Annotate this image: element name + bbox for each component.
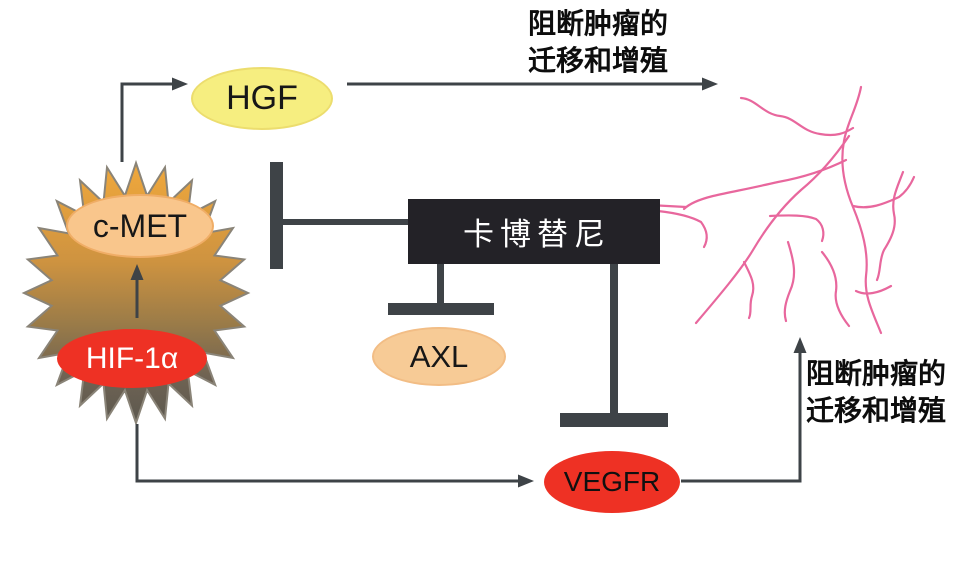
node-cmet-label: c-MET	[92, 207, 188, 244]
blood-vessel-illustration	[647, 85, 916, 335]
node-hif1a-label: HIF-1α	[85, 341, 179, 375]
node-cmet: c-MET	[66, 194, 214, 258]
drug-box-cabozantinib: 卡博替尼	[408, 199, 660, 264]
inhibition-bar-axl	[388, 263, 494, 315]
node-hgf: HGF	[191, 67, 333, 130]
annotation-block-tumor-migration-right: 阻断肿瘤的 迁移和增殖	[806, 356, 968, 430]
node-vegfr: VEGFR	[544, 451, 680, 513]
arrow-vegfr-to-vessel	[681, 337, 807, 483]
annotation-right-line2: 迁移和增殖	[806, 393, 947, 427]
node-vegfr-label: VEGFR	[563, 466, 661, 497]
node-axl-label: AXL	[409, 338, 469, 374]
arrow-tumor-to-hgf	[120, 77, 188, 162]
inhibition-bar-vegfr	[560, 263, 668, 427]
annotation-right-line1: 阻断肿瘤的	[806, 357, 947, 390]
node-hif1a: HIF-1α	[57, 329, 207, 388]
node-hgf-label: HGF	[226, 79, 298, 117]
arrow-tumor-to-vegfr	[135, 424, 534, 488]
drug-box-label: 卡博替尼	[463, 217, 611, 253]
annotation-top-line1: 阻断肿瘤的	[527, 7, 668, 40]
arrow-hgf-to-vessel	[347, 77, 718, 91]
annotation-block-tumor-migration-top: 阻断肿瘤的 迁移和增殖	[496, 6, 700, 80]
annotation-top-line2: 迁移和增殖	[527, 43, 668, 77]
arrow-hif1a-to-cmet	[130, 264, 144, 318]
inhibition-bar-cmet	[270, 162, 408, 269]
node-axl: AXL	[372, 327, 506, 386]
